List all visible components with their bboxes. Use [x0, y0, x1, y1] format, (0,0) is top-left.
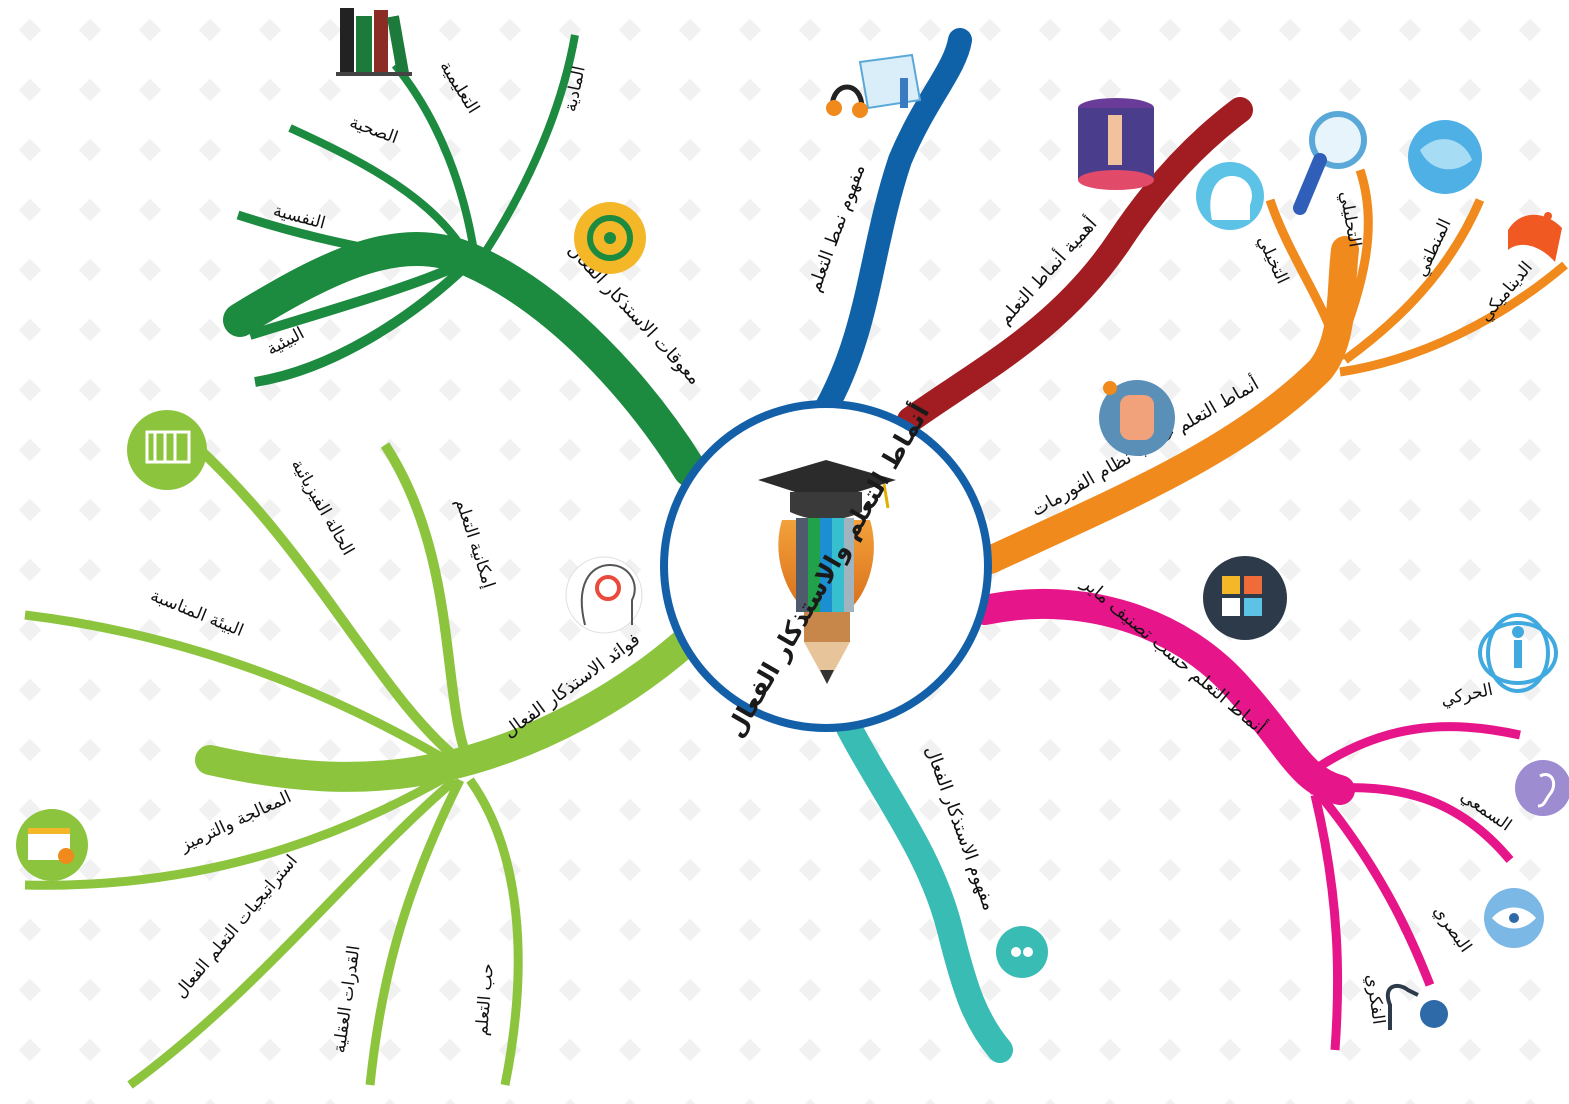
quote-bubble-icon [996, 926, 1048, 978]
puzzle-icon [1203, 556, 1287, 640]
eye-icon [1484, 888, 1544, 948]
machine-icon [127, 410, 207, 490]
magnifier-icon [1293, 111, 1367, 215]
central-node: أنماط التعلم والاستذكار الفعال [660, 398, 992, 743]
virtual-reality-icon [1078, 98, 1154, 190]
branch-mayer [970, 588, 1521, 1051]
headphones-book-icon [826, 53, 922, 118]
human-figure-icon [1478, 613, 1558, 693]
books-icon [336, 8, 412, 76]
bulb-pencil-icon [778, 518, 874, 684]
branch-importance [897, 97, 1253, 433]
globe-icon [1408, 120, 1482, 194]
browser-settings-icon [16, 809, 88, 881]
thinking-head-icon [1386, 983, 1448, 1030]
raised-hand-icon [1099, 380, 1175, 456]
dynamic-icon [1508, 212, 1562, 262]
head-gear-icon [565, 556, 643, 634]
branch-benefits [24, 441, 703, 1089]
branch-concept-style [813, 28, 972, 422]
branch-concept-study [832, 707, 1013, 1063]
brain-head-icon [1196, 162, 1264, 230]
ear-icon [1515, 760, 1569, 816]
graduation-cap-icon [758, 460, 896, 520]
gear-icon [574, 202, 646, 274]
branch-obstacles [223, 34, 707, 487]
branch-formats [976, 168, 1568, 574]
